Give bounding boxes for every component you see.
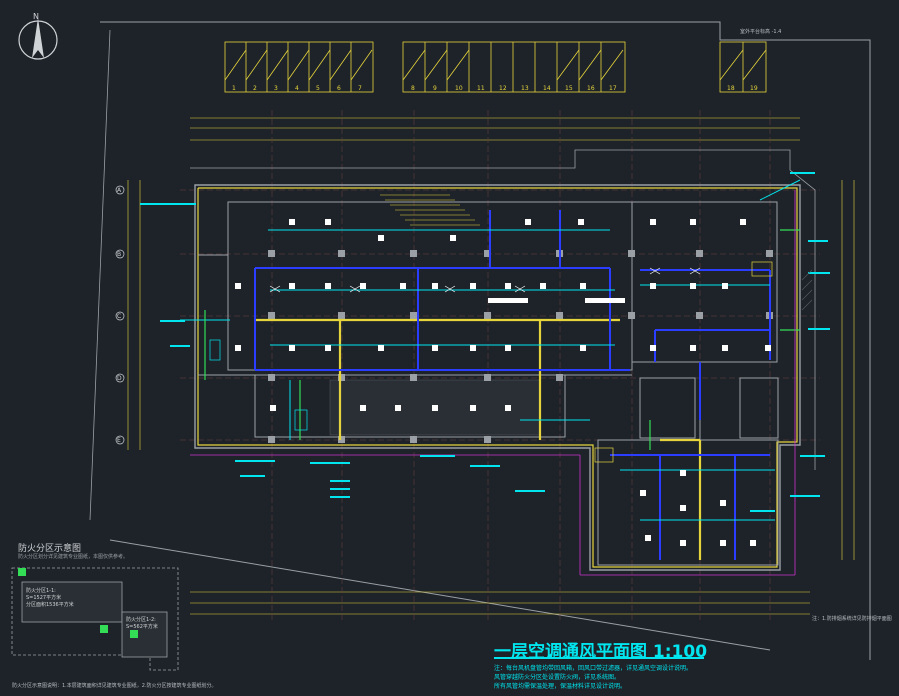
magenta-lines: [190, 190, 796, 576]
dimension-lines-left: [127, 180, 141, 450]
parking-number: 10: [455, 85, 463, 92]
grid-bubbles-left: [115, 185, 125, 445]
parking-number: 2: [253, 85, 257, 92]
right-side-hatch: [801, 269, 813, 311]
outer-terrace: [190, 149, 816, 470]
parking-number: 1: [232, 85, 236, 92]
diagonal-road-edge-2: [89, 29, 111, 521]
parking-number: 3: [274, 85, 278, 92]
inset-subtitle: 防火分区划分详见建筑专业图纸，本图仅供参考。: [18, 554, 129, 560]
building-yellow-wall: [197, 187, 798, 568]
grid-label: A: [117, 187, 122, 194]
parking-stalls-right: [719, 41, 767, 93]
parking-number: 15: [565, 85, 573, 92]
duct-annotations: [140, 172, 830, 512]
drawing-note-1: 注：每台风机盘管均带回风箱，回风口带过滤器，详见通风空调设计说明。: [494, 665, 693, 672]
building-outline: [194, 184, 801, 571]
grid-label: C: [117, 313, 122, 320]
drawing-note-3: 所有风管均需保温处理，保温材料详见设计说明。: [494, 683, 627, 690]
parking-number: 17: [609, 85, 617, 92]
staircase: [380, 194, 480, 226]
return-ducts-blue: [254, 210, 771, 560]
bottom-note: 防火分区示意图说明：1.本层建筑面积详见建筑专业图纸，2.防火分区按建筑专业图纸…: [12, 683, 217, 689]
parking-number: 12: [499, 85, 507, 92]
dimension-lines-right: [841, 180, 855, 560]
parking-stalls-mid: [402, 41, 626, 93]
parking-number: 14: [543, 85, 551, 92]
inset-zone-2-label: 防火分区1-2: S=562平方米: [126, 617, 158, 630]
parking-number: 7: [358, 85, 362, 92]
parking-number: 11: [477, 85, 485, 92]
parking-number: 13: [521, 85, 529, 92]
site-boundary: [100, 21, 871, 660]
top-right-label: 室外平台标高 -1.4: [740, 29, 782, 35]
parking-number: 16: [587, 85, 595, 92]
inset-title: 防火分区示意图: [18, 544, 82, 554]
parking-number: 8: [411, 85, 415, 92]
supply-ducts-yellow: [255, 318, 702, 560]
drawing-note-2: 风管穿越防火分区处设置防火阀，详见系统图。: [494, 674, 621, 681]
right-note: 注：1.防排烟系统详见防排烟平面图: [812, 616, 892, 622]
parking-number: 6: [337, 85, 341, 92]
dimension-lines-bottom: [190, 591, 810, 615]
air-diffusers: [235, 219, 771, 546]
parking-number: 9: [433, 85, 437, 92]
fan-coil-units: [209, 261, 773, 463]
north-label: N: [33, 12, 39, 21]
fire-zone-inset: [11, 567, 179, 671]
parking-number: 18: [727, 85, 735, 92]
parking-number: 5: [316, 85, 320, 92]
parking-stalls-left: [224, 41, 374, 93]
diagonal-road-edge: [109, 539, 771, 651]
parking-number: 19: [750, 85, 758, 92]
title-underline: [494, 657, 704, 659]
grid-label: E: [117, 437, 121, 444]
north-arrow-icon: [18, 18, 58, 60]
dimension-lines-top: [190, 117, 800, 141]
parking-number: 4: [295, 85, 299, 92]
inset-zone-1-label: 防火分区1-1: S=1527平方米 分区面积1536平方米: [26, 588, 74, 608]
grid-label: D: [117, 375, 122, 382]
grid-label: B: [117, 251, 122, 258]
